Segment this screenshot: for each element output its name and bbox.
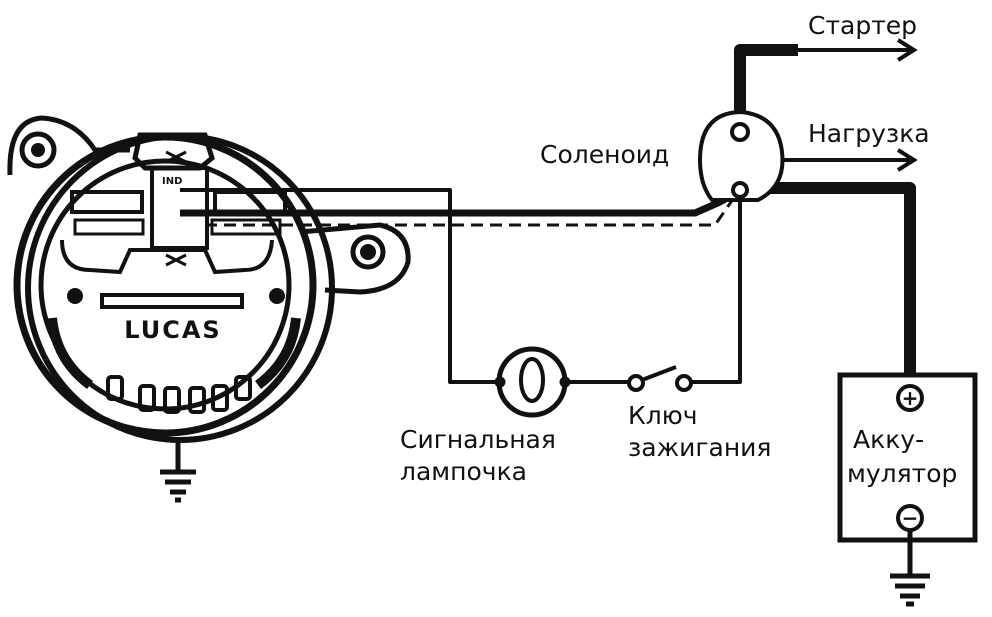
arrow-icon: [798, 38, 918, 172]
lamp-icon: [494, 346, 571, 418]
load-label: Нагрузка: [808, 119, 930, 148]
alternator-icon: [7, 115, 411, 443]
solenoid-icon: [697, 109, 785, 202]
battery-icon: [837, 372, 978, 543]
battery-plus-sign: +: [902, 386, 919, 410]
ignition-key-label-line1: Ключ: [628, 401, 698, 430]
switch-icon: [627, 365, 693, 392]
ignition-key-label-line2: зажигания: [628, 433, 771, 462]
output-wire: [180, 188, 740, 217]
ground-icon: [890, 530, 930, 607]
battery-label-line2: мулятор: [847, 459, 957, 488]
ind-terminal-label: IND: [162, 176, 182, 187]
alternator-brand: LUCAS: [124, 316, 221, 344]
signal-lamp-label-line1: Сигнальная: [400, 425, 556, 454]
battery-minus-sign: −: [902, 506, 919, 530]
signal-lamp-label-line2: лампочка: [400, 457, 527, 486]
solenoid-label: Соленоид: [540, 140, 669, 169]
starter-cable: [734, 44, 798, 132]
ground-icon: [160, 438, 196, 503]
battery-label-line1: Акку-: [853, 425, 924, 454]
indicator-wire: [180, 188, 500, 384]
ignition-wire: [690, 192, 742, 384]
starter-label: Стартер: [808, 11, 917, 40]
sense-wire: [205, 191, 740, 227]
battery-cable: [745, 182, 916, 390]
